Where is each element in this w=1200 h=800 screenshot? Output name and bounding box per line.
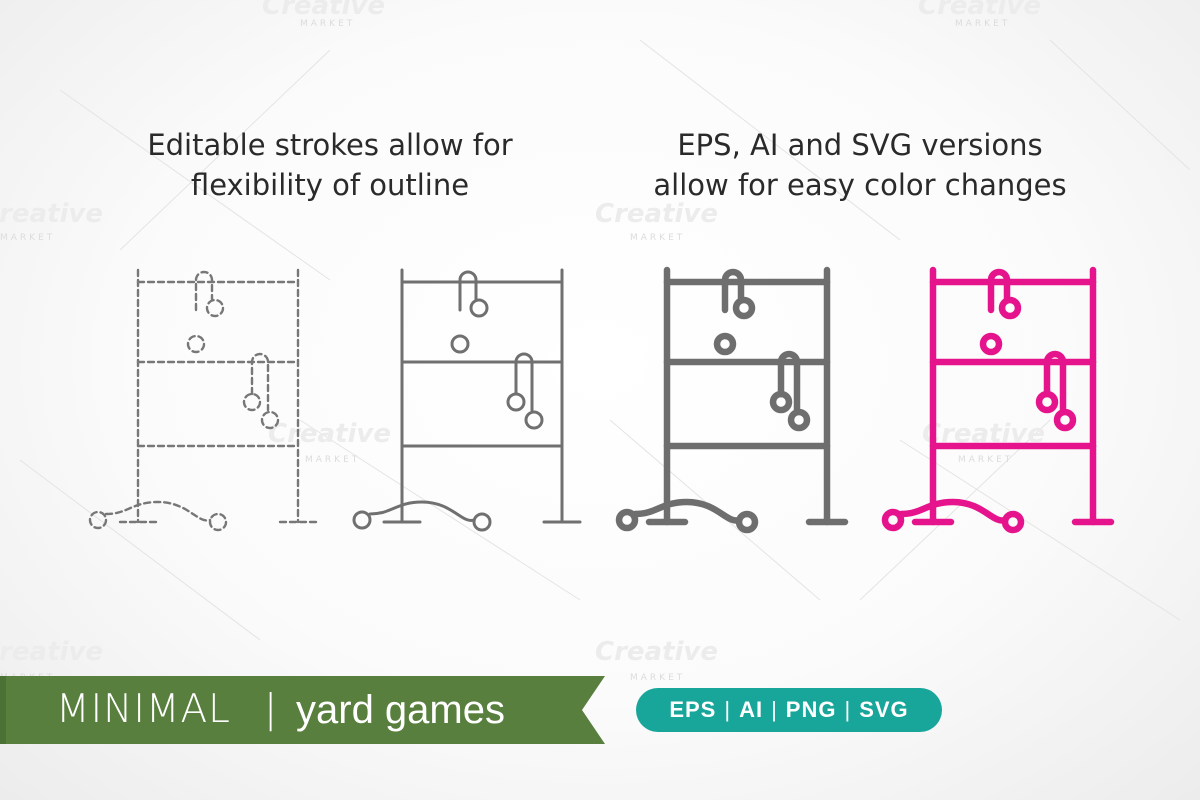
format-separator: | [724,697,732,722]
watermark-text: Creative [0,637,103,667]
ladder-toss-bold-outline-icon [619,270,845,530]
watermark-text: Creative [0,199,103,229]
watermark-subtext: MARKET [0,233,55,243]
watermark-subtext: MARKET [300,19,355,29]
banner-title: MINIMAL [56,687,231,732]
watermark-subtext: MARKET [305,455,360,465]
watermark-text: Creative [268,419,391,449]
ladder-toss-magenta-icon [885,270,1111,530]
format-eps: EPS [669,697,717,722]
ribbon-shape [0,676,605,744]
watermark-text: Creative [595,199,718,229]
watermark-subtext: MARKET [630,673,685,683]
file-formats-pill: EPS | AI | PNG | SVG [636,688,942,732]
format-separator: | [771,697,778,722]
format-separator: | [844,697,852,722]
banner-separator: | [264,687,278,732]
format-png: PNG [785,697,837,722]
watermark-subtext: MARKET [630,233,685,243]
watermark-text: Creative [595,637,718,667]
caption-editable-strokes: Editable strokes allow for flexibility o… [147,128,513,202]
watermark-subtext: MARKET [955,19,1010,29]
ladder-toss-dashed-icon [88,268,318,532]
format-svg: SVG [859,697,909,722]
title-ribbon-banner: MINIMAL | yard games [0,676,605,744]
format-ai: AI [739,697,764,722]
watermark-subtext: MARKET [958,455,1013,465]
ladder-toss-thin-outline-icon [352,268,582,532]
watermark-text: Creative [262,0,385,21]
watermark-text: Creative [918,0,1041,21]
caption-file-versions: EPS, AI and SVG versions allow for easy … [653,128,1067,202]
banner-subtitle: yard games [296,688,505,732]
